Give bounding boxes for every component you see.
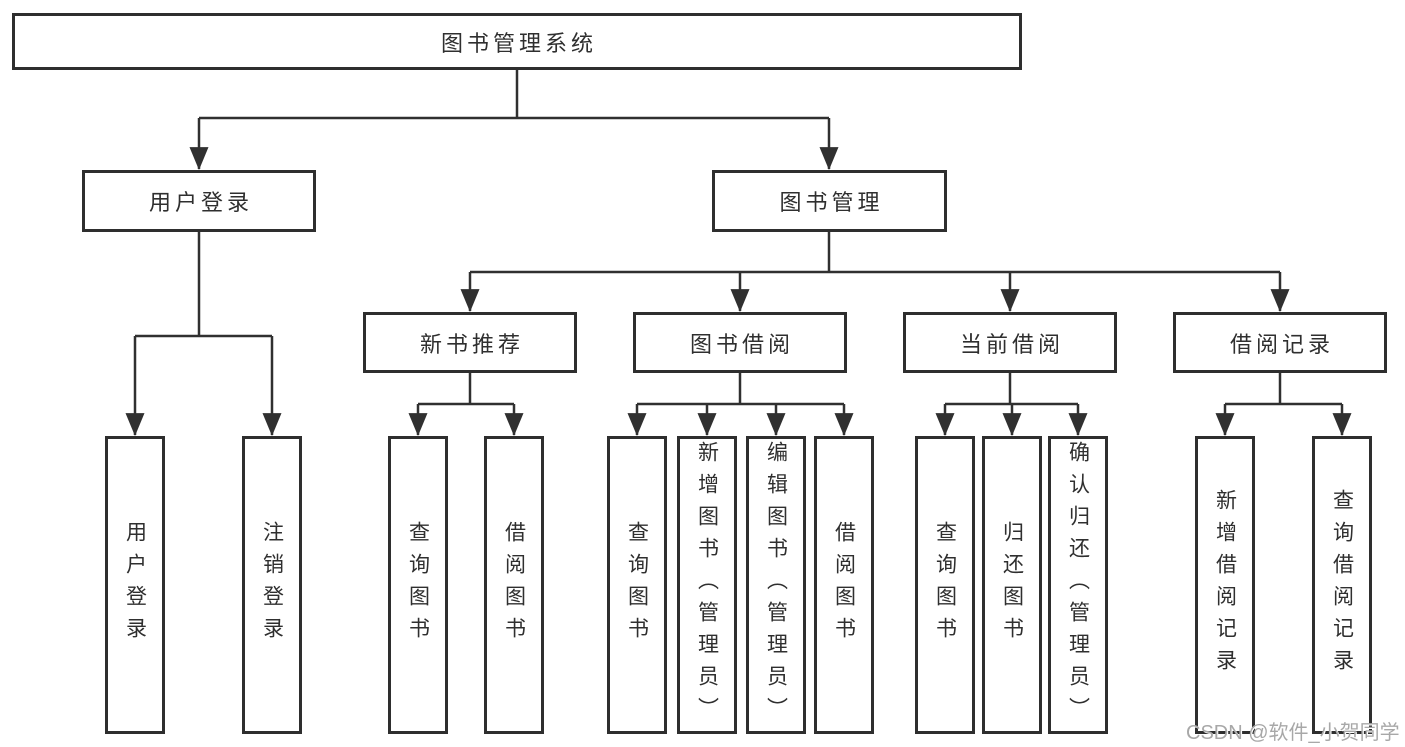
node-label: 图书借阅 [689,331,794,357]
leaf-confirm-return-admin: 确认归还（管理员） [1048,436,1108,734]
node-label: 新增借阅记录 [1213,489,1237,681]
node-label: 注销登录 [260,521,284,649]
leaf-borrow-books-recommend: 借阅图书 [484,436,544,734]
node-label: 借阅记录 [1229,331,1334,357]
node-label: 新书推荐 [419,331,524,357]
leaf-query-borrow-record: 查询借阅记录 [1312,436,1372,734]
csdn-watermark: CSDN @软件_小贺同学 [1186,722,1400,744]
node-book-borrowing: 图书借阅 [633,312,847,373]
node-label: 查询图书 [625,521,649,649]
leaf-user-login: 用户登录 [105,436,165,734]
leaf-query-books-recommend: 查询图书 [388,436,448,734]
node-user-login-branch: 用户登录 [82,170,316,232]
node-label: 借阅图书 [832,521,856,649]
node-label: 查询图书 [933,521,957,649]
node-book-management-system: 图书管理系统 [12,13,1022,70]
node-label: 用户登录 [123,521,147,649]
node-label: 图书管理系统 [440,30,597,56]
node-label: 当前借阅 [959,331,1064,357]
node-label: 图书管理 [779,190,884,215]
node-label: 查询借阅记录 [1330,489,1354,681]
leaf-edit-books-admin: 编辑图书（管理员） [746,436,806,734]
node-new-book-recommendation: 新书推荐 [363,312,577,373]
node-borrowing-records: 借阅记录 [1173,312,1387,373]
node-label: 用户登录 [148,190,253,215]
node-label: 新增图书（管理员） [695,441,719,729]
node-book-management-branch: 图书管理 [712,170,947,232]
node-label: 确认归还（管理员） [1066,441,1090,729]
leaf-return-books: 归还图书 [982,436,1042,734]
node-label: 借阅图书 [502,521,526,649]
node-label: 查询图书 [406,521,430,649]
node-current-borrowing: 当前借阅 [903,312,1117,373]
leaf-logout-login: 注销登录 [242,436,302,734]
node-label: 归还图书 [1000,521,1024,649]
leaf-query-books-borrowing: 查询图书 [607,436,667,734]
node-label: 编辑图书（管理员） [764,441,788,729]
leaf-borrow-books-borrowing: 借阅图书 [814,436,874,734]
leaf-query-books-current: 查询图书 [915,436,975,734]
leaf-add-books-admin: 新增图书（管理员） [677,436,737,734]
leaf-add-borrow-record: 新增借阅记录 [1195,436,1255,734]
